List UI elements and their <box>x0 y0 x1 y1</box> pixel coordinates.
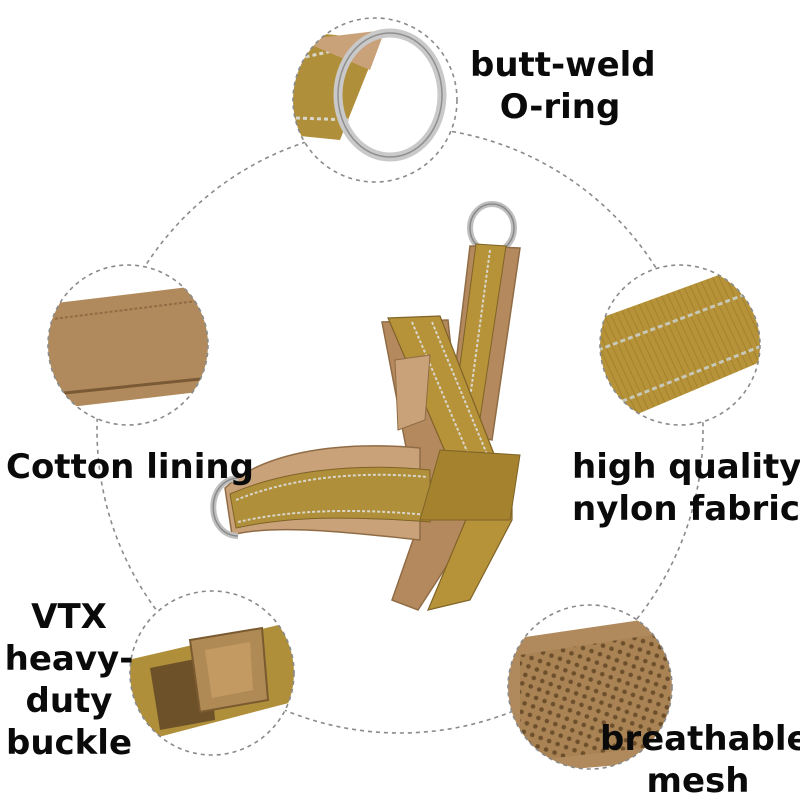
label-line: high quality <box>572 447 800 487</box>
label-line: butt-weld <box>470 45 656 85</box>
label-o-ring: butt-weld O-ring <box>470 44 656 128</box>
label-buckle: VTX heavy- duty buckle <box>4 596 134 764</box>
label-cotton-lining: Cotton lining <box>6 446 254 488</box>
label-line: breathable <box>600 719 800 759</box>
cotton-lining-closeup <box>47 264 209 426</box>
label-line: Cotton lining <box>6 447 254 487</box>
harness-image <box>210 201 521 611</box>
label-nylon-fabric: high quality nylon fabric <box>572 446 800 530</box>
label-line: O-ring <box>499 87 621 127</box>
o-ring-closeup <box>292 17 458 183</box>
label-line: heavy- <box>4 639 134 679</box>
mesh-closeup <box>507 604 673 770</box>
buckle-closeup <box>129 590 295 756</box>
label-line: VTX <box>31 597 107 637</box>
label-line: mesh <box>646 761 750 801</box>
label-line: duty <box>25 681 113 721</box>
nylon-fabric-closeup <box>599 264 761 426</box>
label-mesh: breathable mesh <box>600 718 800 802</box>
label-line: nylon fabric <box>572 489 800 529</box>
label-line: buckle <box>5 723 133 763</box>
